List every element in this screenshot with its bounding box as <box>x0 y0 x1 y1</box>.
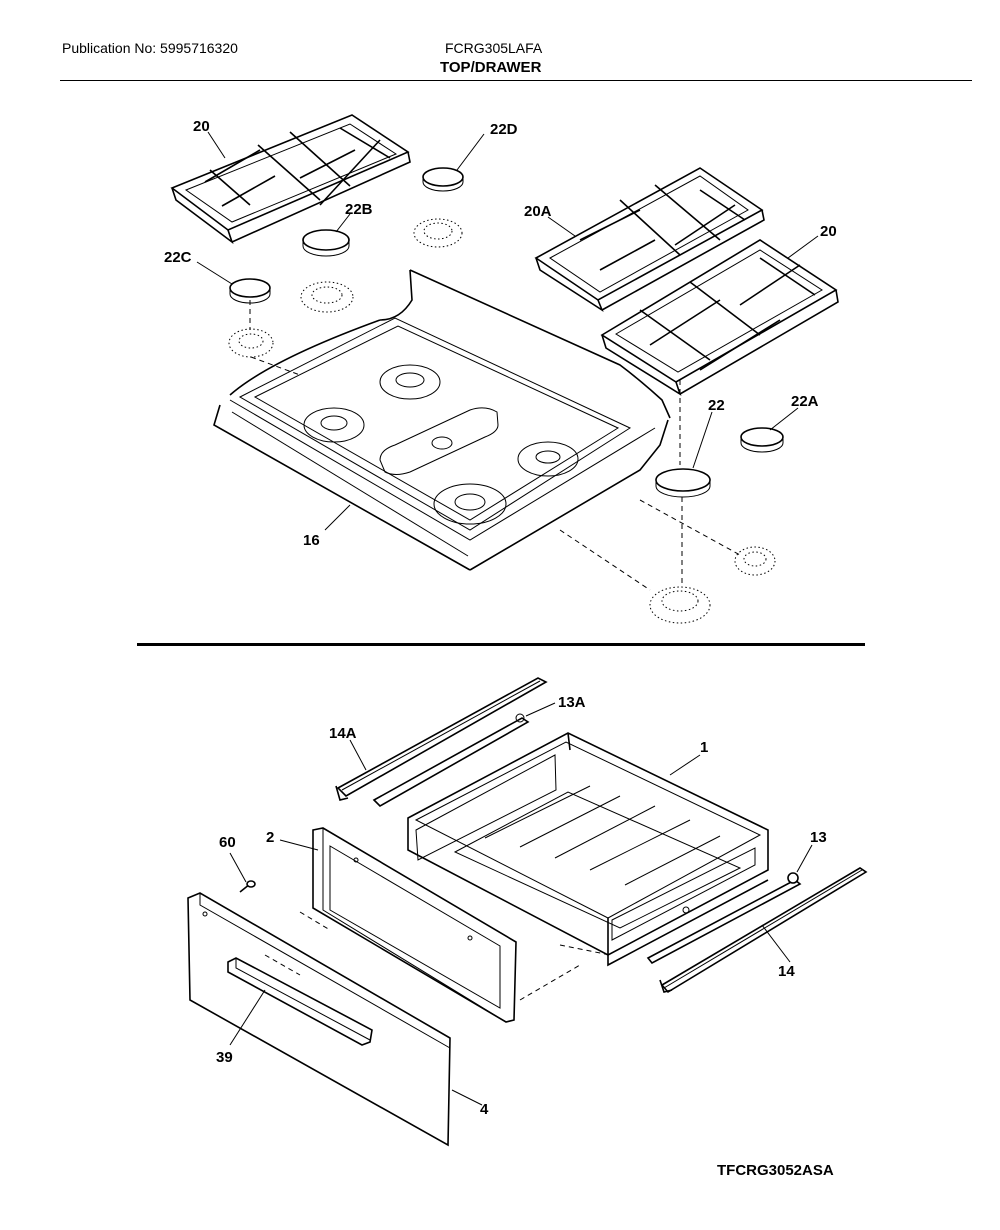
callout-14: 14 <box>778 963 795 980</box>
cap-22d <box>422 167 464 192</box>
section-title: TOP/DRAWER <box>440 59 542 76</box>
callout-13: 13 <box>810 829 827 846</box>
callout-13a: 13A <box>558 694 586 711</box>
burner-head-22b <box>300 281 354 313</box>
grate-20a <box>534 167 765 313</box>
callout-22b: 22B <box>345 201 373 218</box>
cap-22a <box>740 427 784 453</box>
cap-22c <box>229 278 271 304</box>
callout-2: 2 <box>266 829 274 846</box>
burner-head-22c <box>228 328 274 358</box>
callout-22d: 22D <box>490 121 518 138</box>
callout-16: 16 <box>303 532 320 549</box>
model-number: FCRG305LAFA <box>445 40 543 56</box>
drawer-front-frame <box>312 827 517 1023</box>
callout-1: 1 <box>700 739 708 756</box>
callout-14a: 14A <box>329 725 357 742</box>
callout-4: 4 <box>480 1101 489 1118</box>
glide-13a <box>372 713 530 807</box>
burner-head-22d <box>413 218 463 248</box>
grate-left <box>170 114 411 245</box>
drawer-alignment-lines <box>264 911 611 1001</box>
burner-head-22a <box>734 546 776 576</box>
callout-22a: 22A <box>791 393 819 410</box>
drawer-leader-lines <box>229 702 813 1106</box>
cooktop <box>213 269 671 571</box>
cap-22b <box>302 229 350 257</box>
publication-number: Publication No: 5995716320 <box>62 40 238 56</box>
top-leader-lines <box>196 131 819 531</box>
handle-39 <box>227 957 373 1046</box>
drawer-body <box>407 732 769 967</box>
callout-22: 22 <box>708 397 725 414</box>
callout-20-left: 20 <box>193 118 210 135</box>
burner-head-22 <box>649 586 711 624</box>
section-divider <box>137 643 865 646</box>
callout-39: 39 <box>216 1049 233 1066</box>
callout-22c: 22C <box>164 249 192 266</box>
drawer-panel <box>187 892 451 1147</box>
callout-20a: 20A <box>524 203 552 220</box>
glide-13 <box>646 872 802 965</box>
glide-14a <box>335 677 548 801</box>
screw-60 <box>239 880 256 893</box>
callout-60: 60 <box>219 834 236 851</box>
rail-14 <box>659 867 868 994</box>
grate-right <box>600 239 839 396</box>
callout-20-right: 20 <box>820 223 837 240</box>
diagram-code: TFCRG3052ASA <box>717 1162 834 1179</box>
cap-22 <box>655 468 711 498</box>
header-rule <box>60 80 972 81</box>
